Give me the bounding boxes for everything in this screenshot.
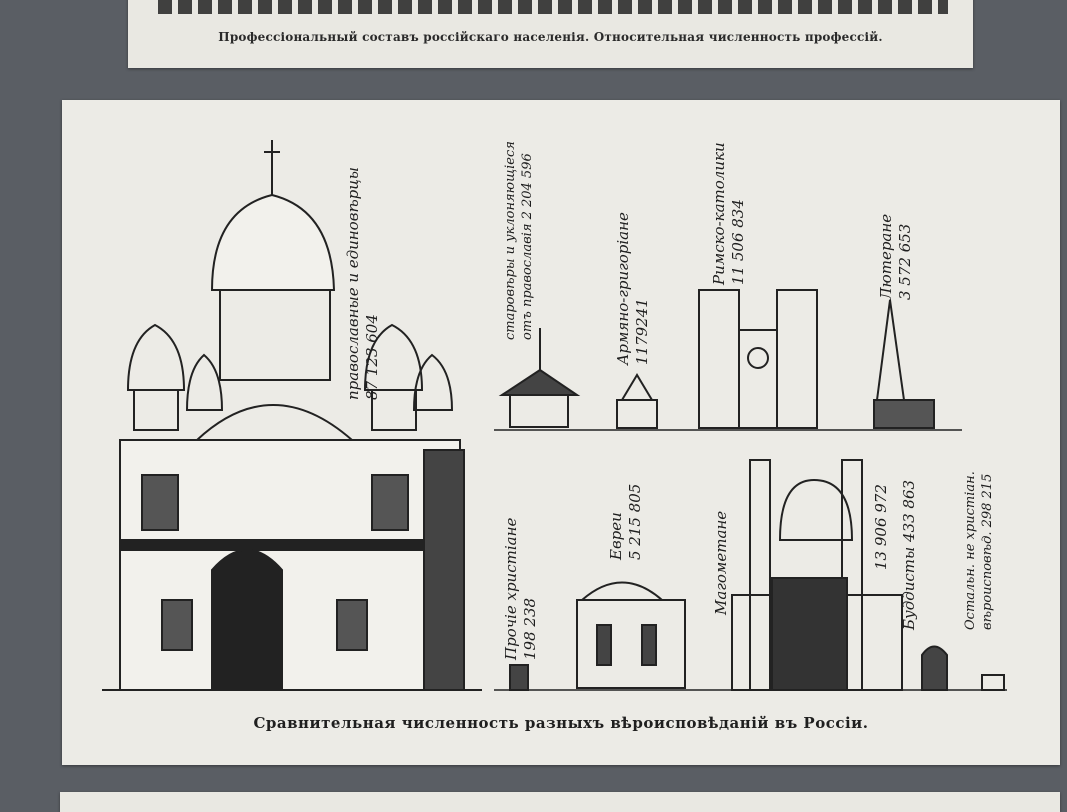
label-buddhists: Буддисты 433 863 <box>900 479 918 630</box>
bottom-poster-card <box>60 792 1060 812</box>
top-poster-caption: Профессіональный составъ россійскаго нас… <box>218 30 883 44</box>
top-poster-illustration <box>158 0 948 14</box>
poster-caption: Сравнительная численность разныхъ вѣроис… <box>253 714 869 732</box>
orthodox-cathedral-drawing <box>102 140 482 691</box>
top-poster-card: Профессіональный составъ россійскаго нас… <box>128 0 973 68</box>
label-muslims: Магометане <box>712 510 730 615</box>
value-muslims: 13 906 972 <box>872 484 890 570</box>
label-old-believers: старовѣры и уклоняющіеся отъ православія… <box>503 141 535 340</box>
label-other-non-christian: Остальн. не христіан. вѣроисповѣд. 298 2… <box>963 471 995 630</box>
church-illustrations <box>102 140 1007 691</box>
